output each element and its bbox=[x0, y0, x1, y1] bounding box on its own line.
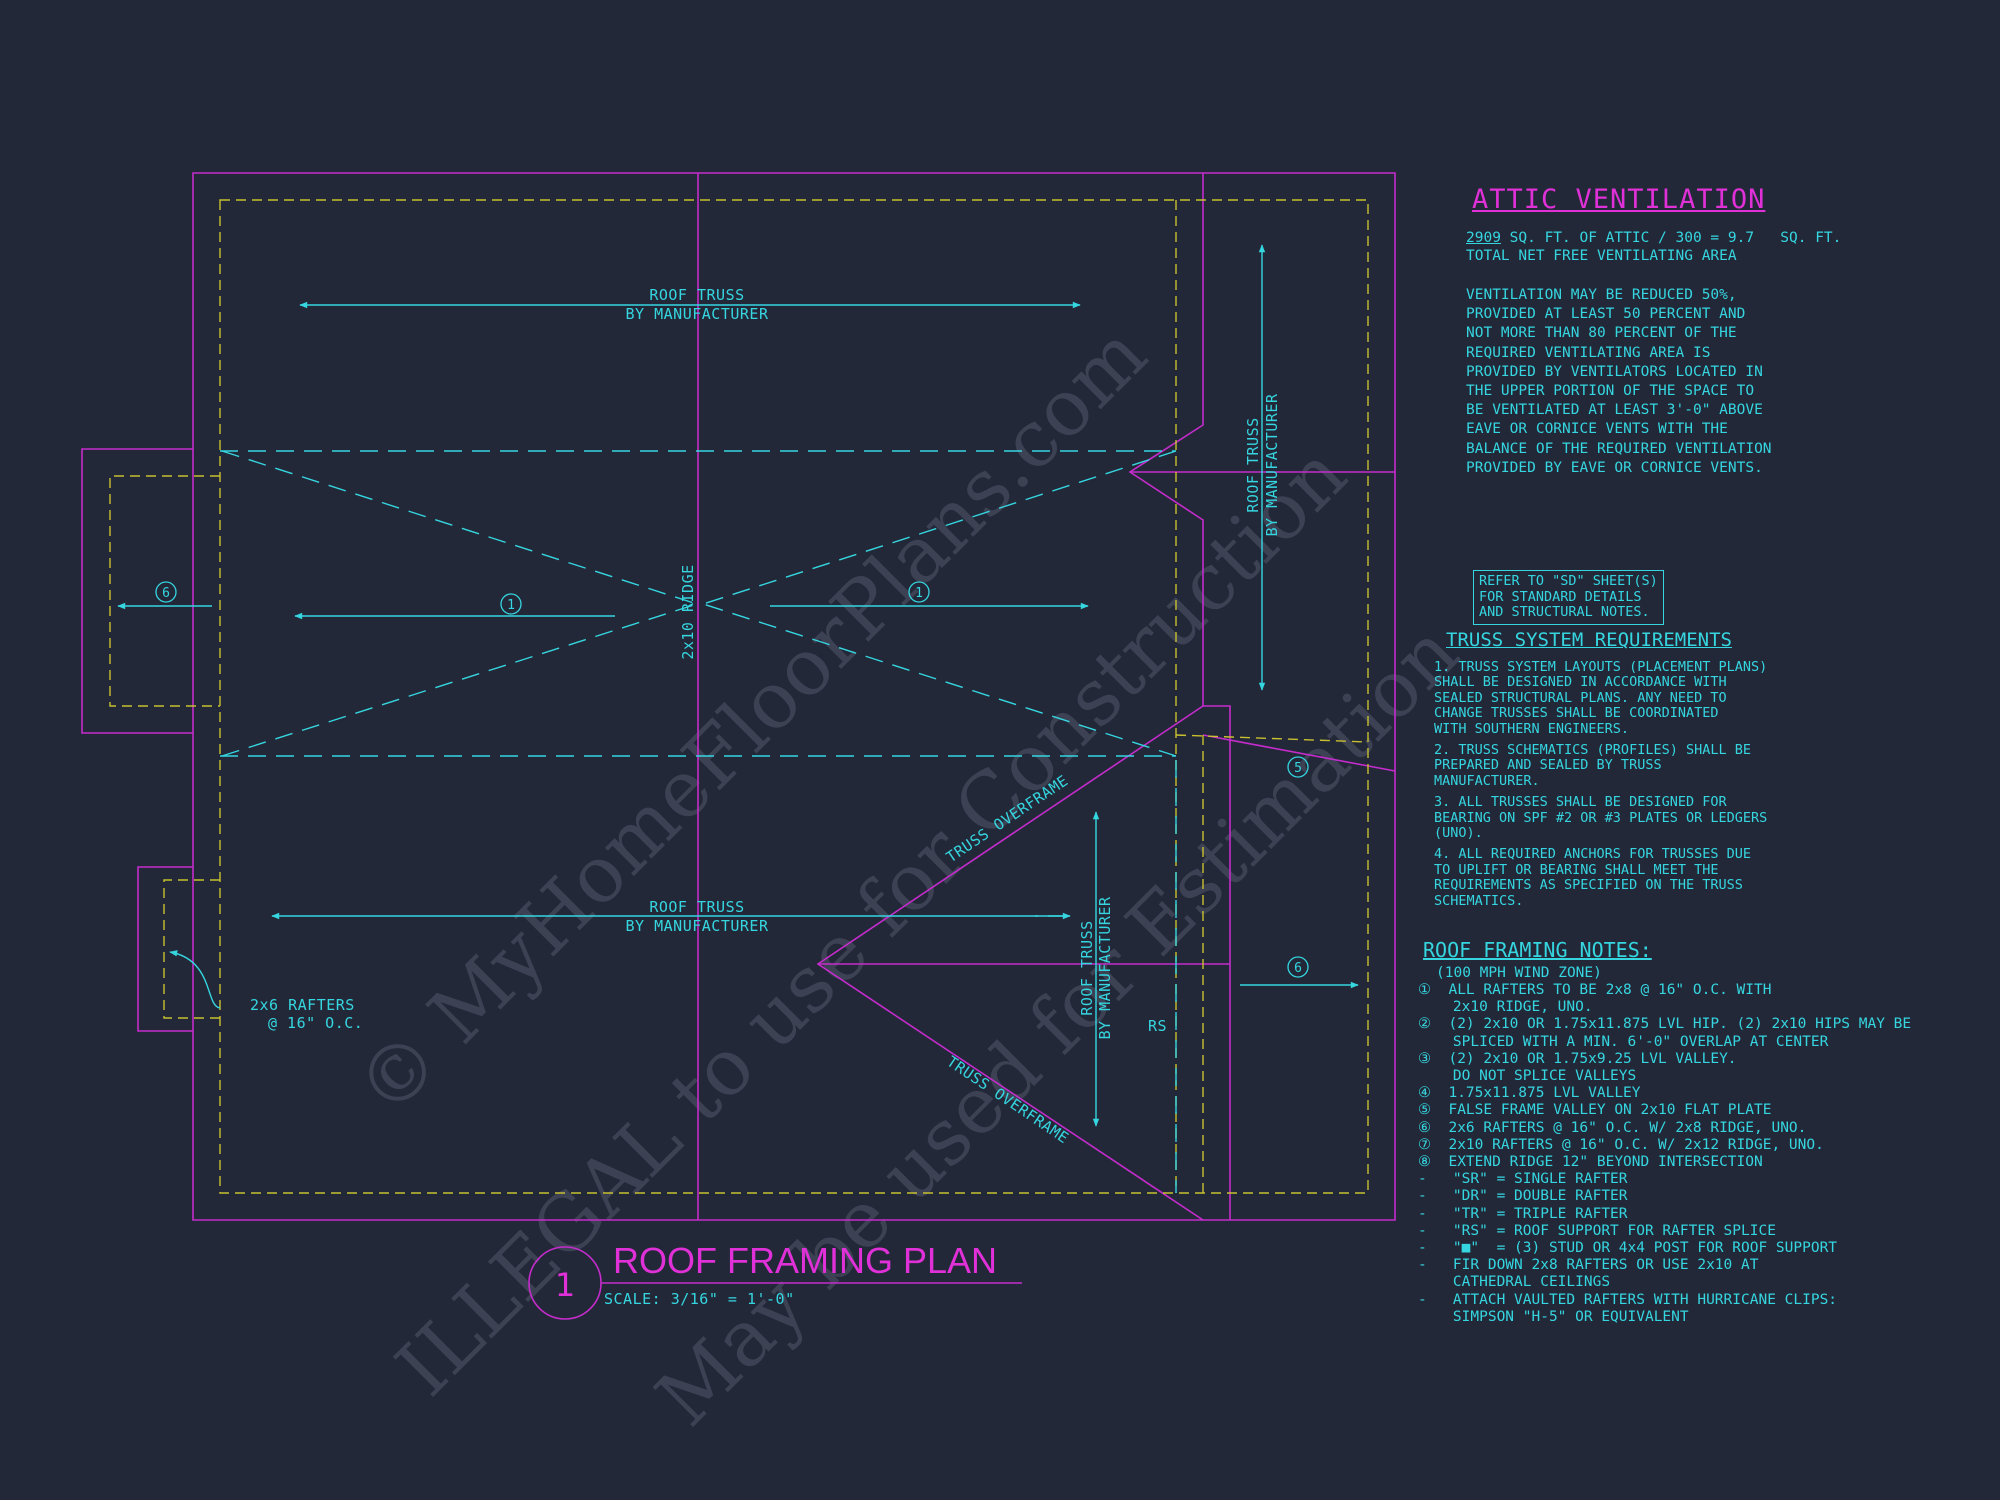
ridge-label: 2x10 RIDGE bbox=[679, 564, 697, 659]
tag-1-right: 1 bbox=[915, 586, 923, 601]
attic-paragraph: VENTILATION MAY BE REDUCED 50%, PROVIDED… bbox=[1466, 287, 1772, 476]
roof-note-item: ① ALL RAFTERS TO BE 2x8 @ 16" O.C. WITH … bbox=[1418, 982, 1772, 1016]
rs-label: RS bbox=[1148, 1017, 1167, 1035]
roof-notes-title: ROOF FRAMING NOTES: bbox=[1423, 938, 1652, 962]
roof-note-item: - "DR" = DOUBLE RAFTER bbox=[1418, 1188, 1628, 1205]
drawing-title-block: 1 ROOF FRAMING PLAN SCALE: 3/16" = 1'-0" bbox=[528, 1240, 1022, 1320]
roof-note-item: ④ 1.75x11.875 LVL VALLEY bbox=[1418, 1085, 1641, 1102]
roof-note-item: - ATTACH VAULTED RAFTERS WITH HURRICANE … bbox=[1418, 1291, 1838, 1325]
truss-label-top-1: ROOF TRUSS bbox=[649, 286, 744, 304]
truss-requirement-item: 2. TRUSS SCHEMATICS (PROFILES) SHALL BE … bbox=[1434, 742, 1751, 789]
roof-note-item: - "TR" = TRIPLE RAFTER bbox=[1418, 1205, 1628, 1222]
truss-requirement-item: 1. TRUSS SYSTEM LAYOUTS (PLACEMENT PLANS… bbox=[1434, 659, 1768, 737]
roof-note-item: ② (2) 2x10 OR 1.75x11.875 LVL HIP. (2) 2… bbox=[1418, 1016, 1912, 1050]
tag-1-left: 1 bbox=[507, 598, 515, 613]
truss-requirements-list: 1. TRUSS SYSTEM LAYOUTS (PLACEMENT PLANS… bbox=[1434, 659, 1768, 909]
truss-label-bottom-1: ROOF TRUSS bbox=[649, 898, 744, 916]
truss-label-mid-1: ROOF TRUSS bbox=[1078, 920, 1096, 1015]
truss-label-top-2: BY MANUFACTURER bbox=[626, 305, 769, 323]
wall-outline bbox=[81, 172, 1396, 1221]
tag-5: 5 bbox=[1294, 761, 1302, 776]
roof-note-item: - FIR DOWN 2x8 RAFTERS OR USE 2x10 AT CA… bbox=[1418, 1257, 1759, 1291]
truss-requirements-title: TRUSS SYSTEM REQUIREMENTS bbox=[1446, 629, 1732, 651]
rafters-label-1: 2x6 RAFTERS bbox=[250, 996, 355, 1014]
title-number: 1 bbox=[555, 1266, 575, 1304]
roof-notes-list: ① ALL RAFTERS TO BE 2x8 @ 16" O.C. WITH … bbox=[1418, 982, 1911, 1326]
tag-6-right: 6 bbox=[1294, 961, 1302, 976]
attic-area-line-2: TOTAL NET FREE VENTILATING AREA bbox=[1466, 248, 1737, 264]
overhang-lines bbox=[109, 199, 1369, 1194]
roof-note-item: ⑥ 2x6 RAFTERS @ 16" O.C. W/ 2x8 RIDGE, U… bbox=[1418, 1119, 1807, 1136]
roof-note-item: ③ (2) 2x10 OR 1.75x9.25 LVL VALLEY. DO N… bbox=[1418, 1050, 1737, 1085]
span-arrows bbox=[117, 244, 1359, 1127]
tag-6-left: 6 bbox=[162, 586, 170, 601]
refer-note-box: REFER TO "SD" SHEET(S) FOR STANDARD DETA… bbox=[1473, 570, 1664, 625]
roof-note-item: ⑤ FALSE FRAME VALLEY ON 2x10 FLAT PLATE bbox=[1418, 1102, 1772, 1119]
attic-ventilation-title: ATTIC VENTILATION bbox=[1472, 184, 1766, 215]
truss-requirement-item: 3. ALL TRUSSES SHALL BE DESIGNED FOR BEA… bbox=[1434, 794, 1768, 842]
truss-requirement-item: 4. ALL REQUIRED ANCHORS FOR TRUSSES DUE … bbox=[1434, 846, 1751, 909]
attic-area-line: 2909 SQ. FT. OF ATTIC / 300 = 9.7 SQ. FT… bbox=[1466, 230, 1841, 247]
note-tags bbox=[155, 581, 1309, 978]
roof-note-item: - "RS" = ROOF SUPPORT FOR RAFTER SPLICE bbox=[1418, 1222, 1776, 1239]
truss-label-right-1: ROOF TRUSS bbox=[1244, 417, 1262, 512]
truss-label-mid-2: BY MANUFACTURER bbox=[1096, 896, 1114, 1039]
drawing-title: ROOF FRAMING PLAN bbox=[613, 1240, 997, 1281]
roof-note-item: ⑧ EXTEND RIDGE 12" BEYOND INTERSECTION bbox=[1418, 1154, 1763, 1171]
roof-note-item: ⑦ 2x10 RAFTERS @ 16" O.C. W/ 2x12 RIDGE,… bbox=[1418, 1136, 1824, 1153]
roof-note-item: - "■" = (3) STUD OR 4x4 POST FOR ROOF SU… bbox=[1418, 1240, 1838, 1257]
attic-area-value: 2909 bbox=[1466, 230, 1501, 246]
roof-note-item: - "SR" = SINGLE RAFTER bbox=[1418, 1171, 1628, 1188]
roof-notes-subtitle: (100 MPH WIND ZONE) bbox=[1436, 965, 1602, 981]
rafters-label-2: @ 16" O.C. bbox=[268, 1014, 363, 1032]
attic-area-text: SQ. FT. OF ATTIC / 300 = 9.7 SQ. FT. bbox=[1500, 230, 1842, 246]
drawing-scale: SCALE: 3/16" = 1'-0" bbox=[604, 1290, 795, 1308]
truss-label-right-2: BY MANUFACTURER bbox=[1263, 393, 1281, 536]
truss-label-bottom-2: BY MANUFACTURER bbox=[626, 917, 769, 935]
